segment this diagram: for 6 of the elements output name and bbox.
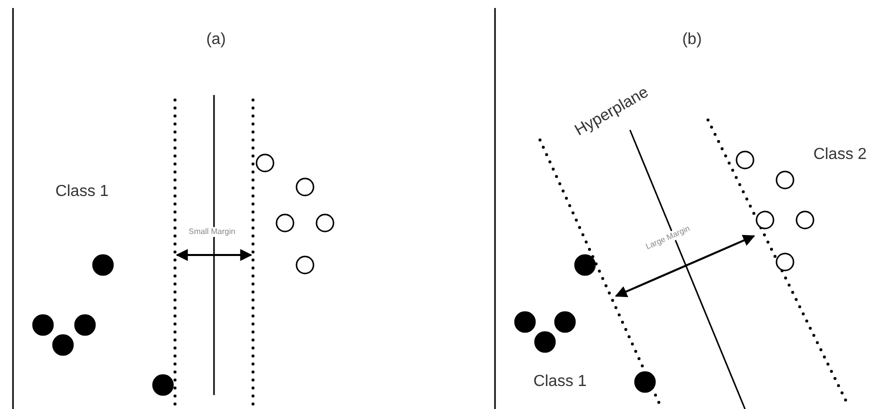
margin-label: Small Margin — [186, 227, 238, 237]
class-label: Class 1 — [55, 184, 109, 200]
panel-label: (a) — [206, 32, 226, 48]
panel-label: (b) — [682, 32, 702, 48]
class-label: Class 2 — [813, 147, 867, 163]
class-label: Class 1 — [533, 374, 587, 390]
